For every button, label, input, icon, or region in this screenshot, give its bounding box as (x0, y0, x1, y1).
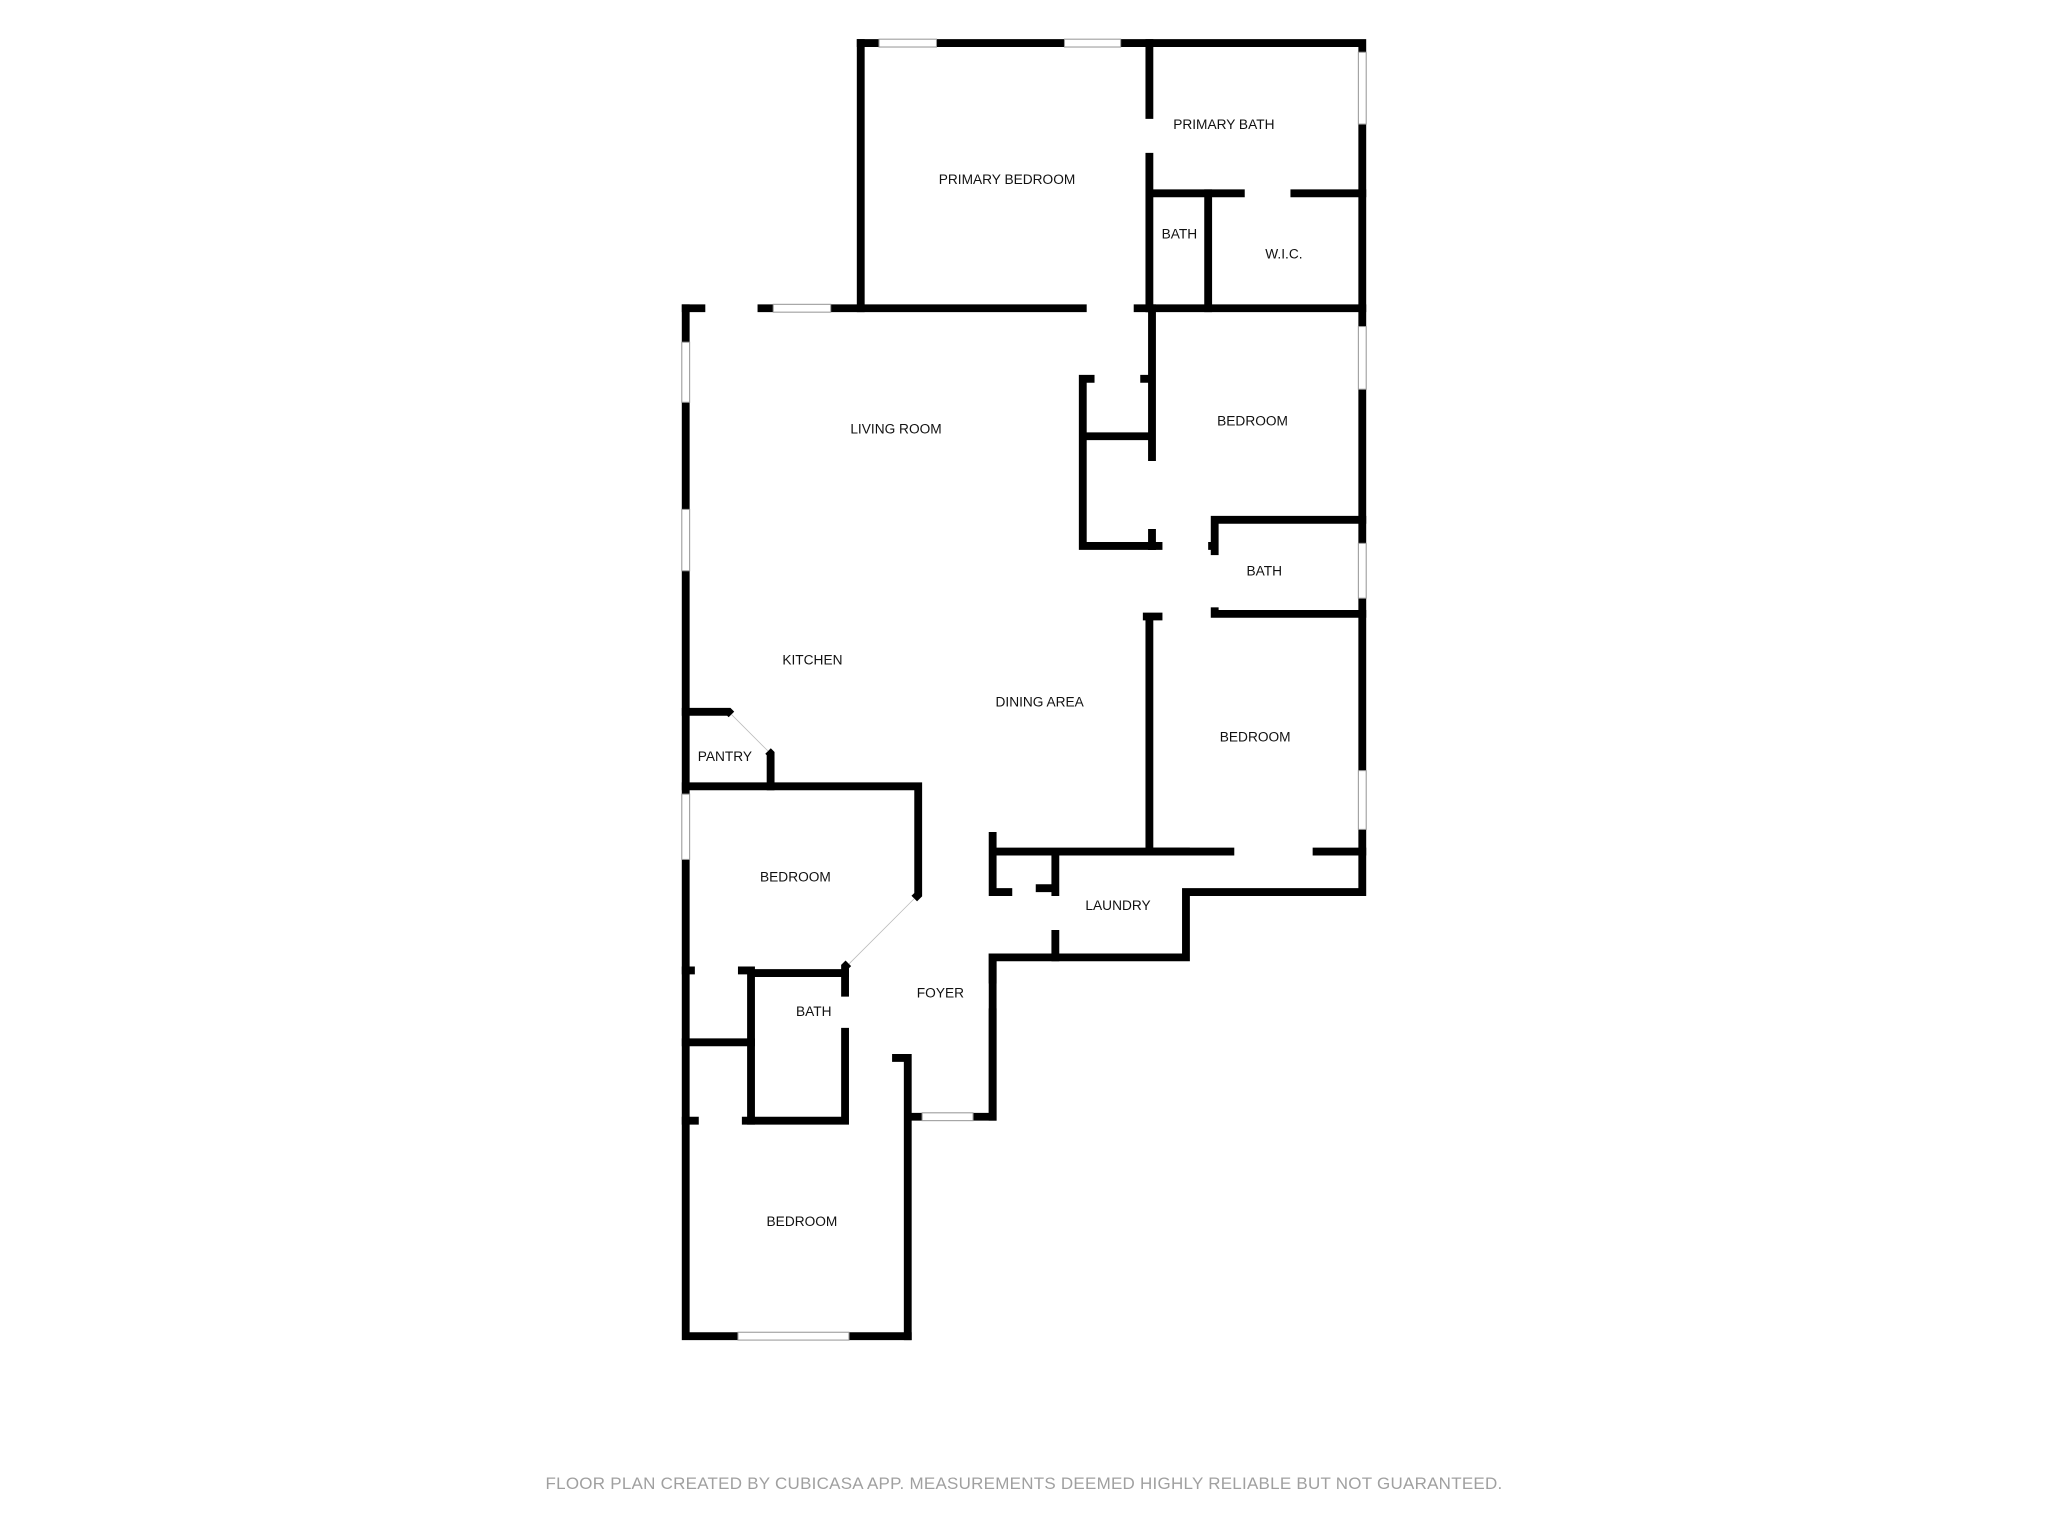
walls (681, 39, 1367, 1341)
room-label-pantry: PANTRY (698, 749, 752, 764)
room-label-bedroom: BEDROOM (1217, 414, 1288, 429)
room-label-bedroom: BEDROOM (1220, 730, 1291, 745)
room-label-bedroom: BEDROOM (767, 1214, 838, 1229)
room-label-primary-bedroom: PRIMARY BEDROOM (939, 172, 1076, 187)
openings (681, 38, 1367, 1341)
room-label-living-room: LIVING ROOM (850, 421, 941, 436)
room-label-bath: BATH (1247, 564, 1283, 579)
room-label-kitchen: KITCHEN (782, 653, 842, 668)
room-label-foyer: FOYER (917, 986, 964, 1001)
footer-disclaimer: FLOOR PLAN CREATED BY CUBICASA APP. MEAS… (546, 1474, 1503, 1493)
room-label-bath: BATH (1162, 227, 1198, 242)
room-label-bath: BATH (796, 1004, 832, 1019)
room-label-laundry: LAUNDRY (1085, 898, 1150, 913)
room-label-bedroom: BEDROOM (760, 869, 831, 884)
room-label-primary-bath: PRIMARY BATH (1173, 117, 1274, 132)
room-labels: PRIMARY BEDROOM PRIMARY BATH BATH W.I.C.… (698, 117, 1303, 1229)
room-label-dining-area: DINING AREA (996, 694, 1085, 709)
room-label-wic: W.I.C. (1265, 246, 1302, 261)
